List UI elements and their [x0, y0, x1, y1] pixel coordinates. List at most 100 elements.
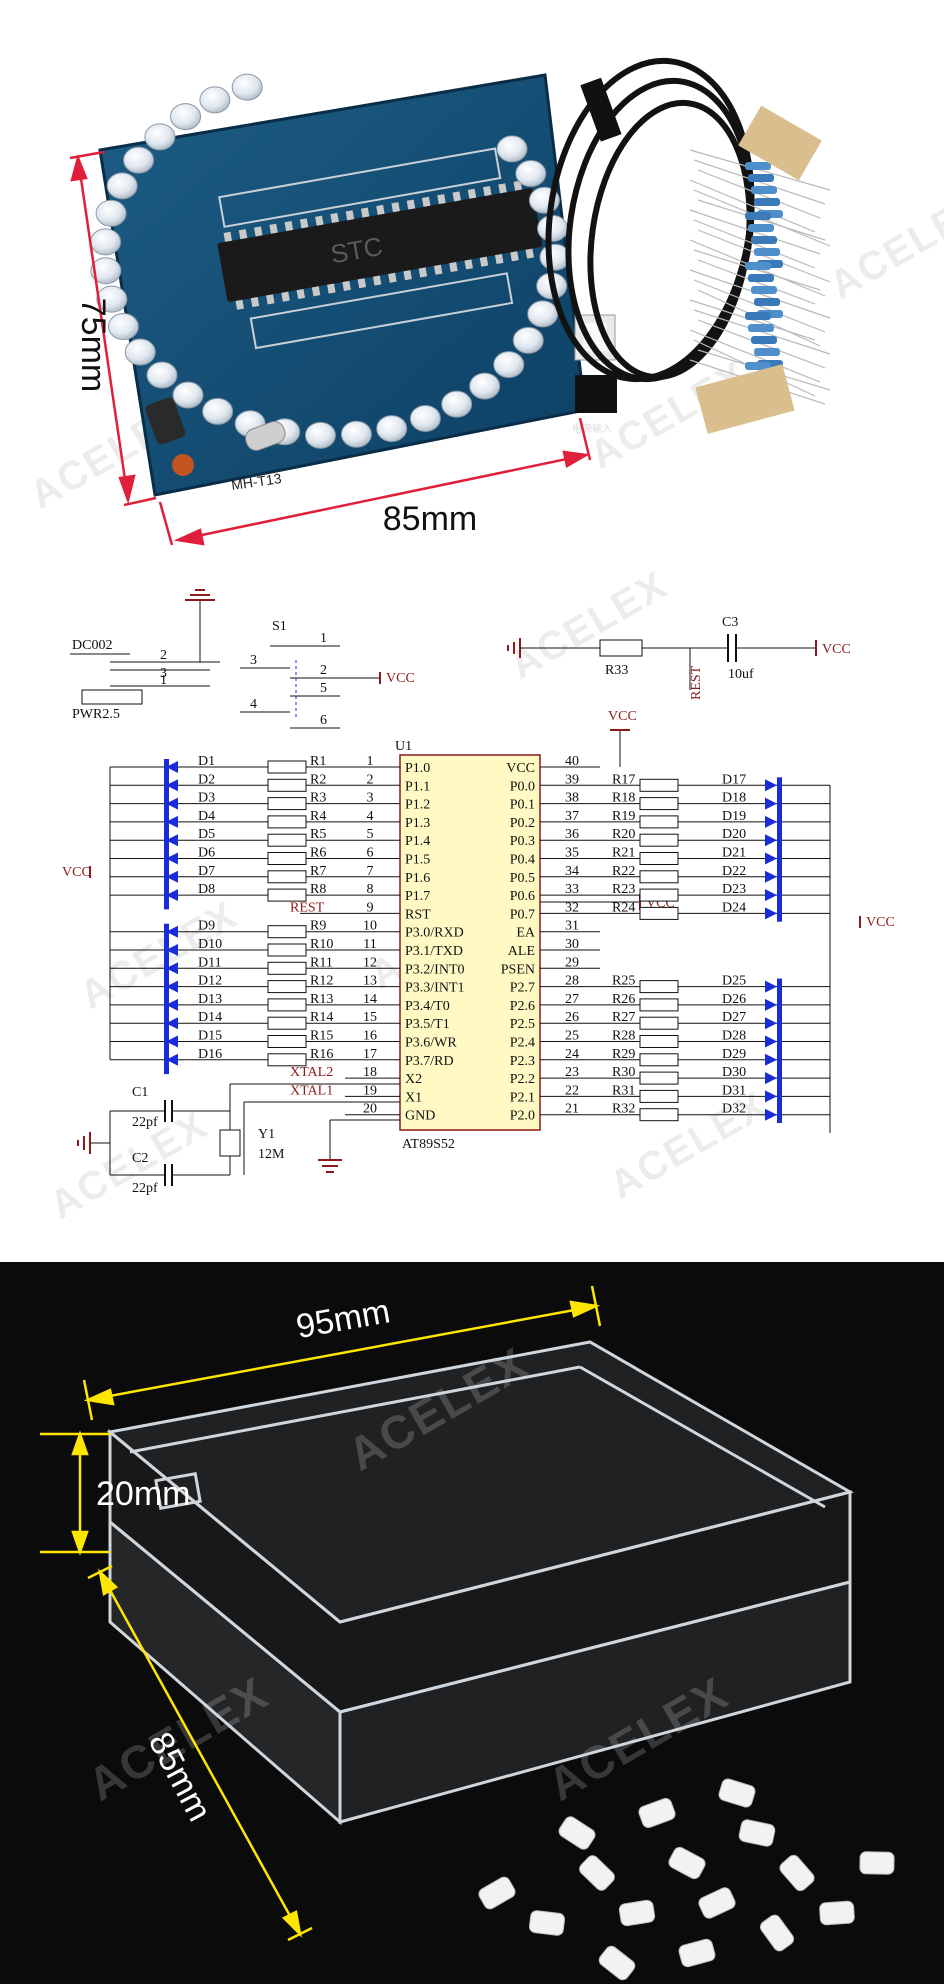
pin-number: 29 [565, 955, 579, 970]
reset-circuit: R33 REST C3 10uf VCC [507, 615, 851, 700]
standoff [718, 1778, 756, 1808]
led-symbol [166, 1017, 178, 1030]
chip-pin [433, 264, 443, 275]
led-symbol [765, 834, 777, 847]
chip-pin [360, 207, 370, 218]
chip-pin [296, 288, 306, 300]
pin-name: GND [405, 1109, 435, 1124]
resistor-label: R6 [310, 846, 326, 861]
pin-number: 4 [367, 809, 374, 824]
pin-number: 31 [565, 919, 579, 934]
led-label: D11 [198, 955, 222, 970]
resistor-label: R31 [612, 1083, 635, 1098]
led [199, 86, 231, 114]
resistor [267, 888, 307, 902]
resistor [639, 1053, 679, 1067]
resistor [267, 797, 307, 811]
pin-name: P2.4 [510, 1036, 535, 1051]
standoff [638, 1798, 676, 1828]
led-label: D29 [722, 1047, 746, 1062]
schematic-panel: ACELEX ACELEX ACELEX ACELEX ACELEX DC002… [0, 560, 944, 1220]
led [144, 123, 176, 151]
chip-pin [266, 294, 275, 305]
case-width-label: 95mm [293, 1292, 393, 1346]
led-label: D25 [722, 974, 746, 989]
chip-pin [223, 231, 232, 242]
pin-name: P2.2 [510, 1072, 535, 1087]
resistor [639, 1071, 679, 1085]
led-symbol [166, 761, 178, 773]
led-symbol [166, 998, 178, 1011]
chip-pin [483, 186, 492, 197]
pin-number: 13 [363, 974, 377, 989]
led-label: D20 [722, 827, 746, 842]
pwr-label: PWR2.5 [72, 707, 120, 722]
led-bar [164, 759, 169, 910]
resistor-label: R1 [310, 754, 326, 769]
resistor [267, 1053, 307, 1067]
connector-pin: 2 [160, 648, 167, 663]
resistor-lead [689, 179, 816, 233]
pin-number: 25 [565, 1029, 579, 1044]
led [304, 421, 336, 449]
chip-pin [284, 221, 294, 232]
led-label: D3 [198, 791, 215, 806]
dc-jack [575, 375, 617, 413]
resistor [639, 906, 679, 920]
led-label: D19 [722, 809, 746, 824]
c2-label: C2 [132, 1151, 148, 1166]
chip-pin [330, 212, 339, 224]
pin-number: 20 [363, 1102, 377, 1117]
resistor [639, 1016, 679, 1030]
resistor [267, 870, 307, 884]
schematic-diagram: ACELEX ACELEX ACELEX ACELEX ACELEX DC002… [43, 563, 895, 1220]
pin-number: 6 [367, 846, 374, 861]
resistor-label: R32 [612, 1102, 635, 1117]
standoff [678, 1938, 716, 1968]
led-symbol [765, 779, 777, 792]
crystal [245, 421, 286, 451]
led-label: D7 [198, 864, 215, 879]
vcc-label: VCC [608, 709, 637, 724]
resistor-label: R19 [612, 809, 635, 824]
led-label: D12 [198, 974, 222, 989]
led-label: D14 [198, 1010, 222, 1025]
chip-ref: U1 [395, 739, 412, 754]
led-symbol [166, 980, 178, 993]
standoff [738, 1819, 776, 1847]
led-label: D31 [722, 1083, 746, 1098]
led [512, 326, 544, 354]
resistor-label: XTAL1 [290, 1083, 333, 1098]
pin-number: 16 [363, 1029, 377, 1044]
resistor [639, 797, 679, 811]
standoff [779, 1854, 815, 1892]
pin-name: P3.0/RXD [405, 926, 464, 941]
led [515, 160, 547, 188]
resistor-body [748, 174, 774, 182]
resistor-label: R13 [310, 992, 333, 1007]
standoff [668, 1846, 706, 1880]
pin-name: RST [405, 907, 431, 922]
pin-number: 23 [565, 1065, 579, 1080]
pin-number: 10 [363, 919, 377, 934]
led [172, 381, 204, 409]
resistor-label: R23 [612, 882, 635, 897]
resistor-label: R18 [612, 791, 635, 806]
led-label: D21 [722, 846, 746, 861]
switch-pin: 3 [250, 653, 257, 668]
chip-pin [452, 191, 461, 202]
pin-number: 35 [565, 846, 579, 861]
resistor [639, 870, 679, 884]
chip-pin [525, 248, 535, 259]
pin-number: 40 [565, 754, 579, 769]
led-label: D13 [198, 992, 222, 1007]
led-symbol [166, 797, 178, 810]
chip-part: AT89S52 [402, 1137, 455, 1152]
led-label: D8 [198, 882, 215, 897]
cable-plug [580, 77, 622, 142]
pin-name: P3.5/T1 [405, 1017, 450, 1032]
led-symbol [166, 815, 178, 828]
led [95, 199, 127, 227]
led-symbol [166, 779, 178, 792]
pin-name: P2.1 [510, 1090, 535, 1105]
